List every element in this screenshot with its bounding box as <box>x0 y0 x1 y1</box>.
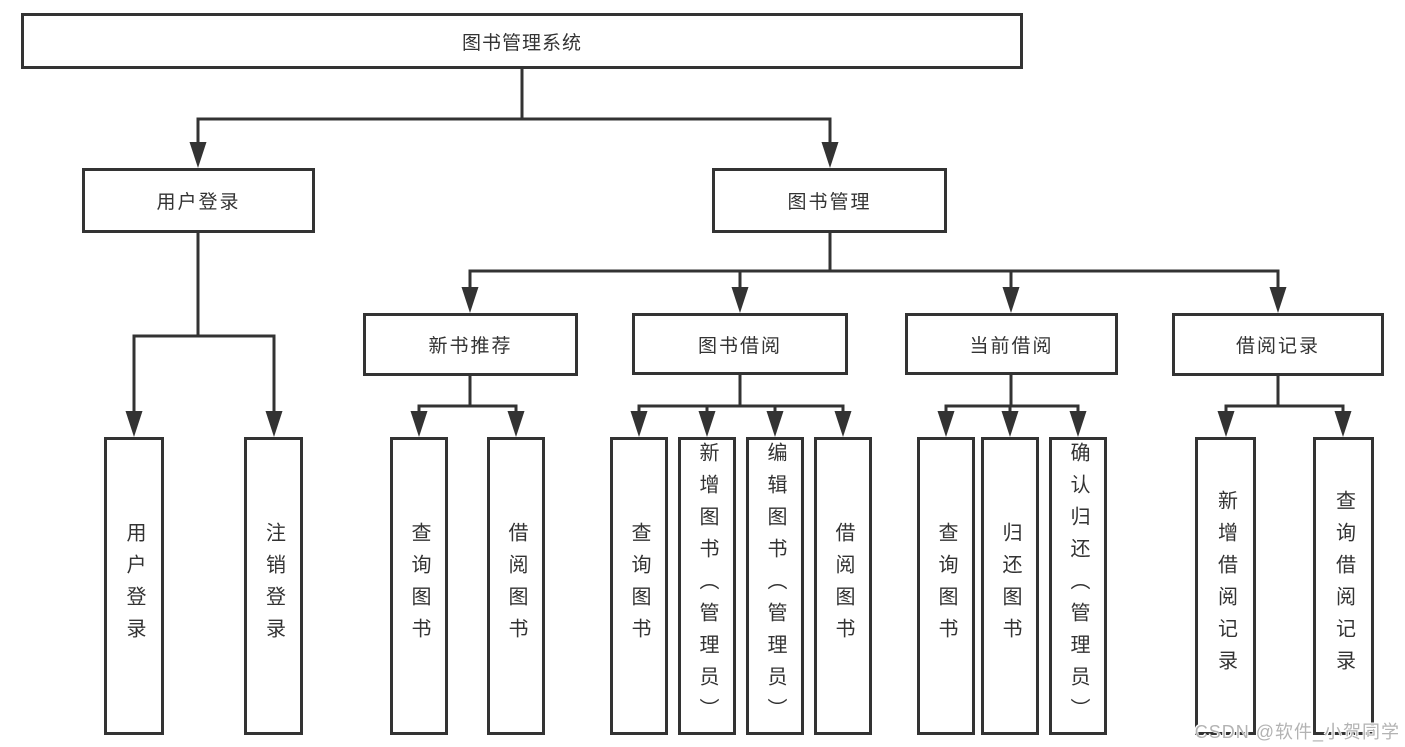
arrowhead-down-icon <box>1334 411 1352 437</box>
node-label: 借阅记录 <box>1235 336 1320 357</box>
arrowhead-down-icon <box>265 411 283 437</box>
leaf-label: 注销登录 <box>262 522 285 650</box>
leaf-label: 新增借阅记录 <box>1214 490 1237 682</box>
leaf-label: 查询借阅记录 <box>1332 490 1355 682</box>
leaf-confirm-return-admin: 确认归还（管理员） <box>1049 437 1107 735</box>
node-current-borrow: 当前借阅 <box>905 313 1118 375</box>
leaf-label: 查询图书 <box>628 522 650 650</box>
arrowhead-down-icon <box>410 411 428 437</box>
node-label: 新书推荐 <box>428 336 513 357</box>
node-book-borrow: 图书借阅 <box>632 313 848 375</box>
node-label: 当前借阅 <box>969 335 1054 357</box>
arrowhead-down-icon <box>731 287 749 313</box>
csdn-watermark: CSDN @软件_小贺同学 <box>1194 722 1400 742</box>
arrowhead-down-icon <box>937 411 955 437</box>
node-new-book-recommend: 新书推荐 <box>363 313 578 376</box>
leaf-query-borrow-record: 查询借阅记录 <box>1313 437 1374 735</box>
arrowhead-down-icon <box>630 411 648 437</box>
arrowhead-down-icon <box>834 411 852 437</box>
leaf-label: 借阅图书 <box>505 522 527 650</box>
arrowhead-down-icon <box>1001 411 1019 437</box>
arrowhead-down-icon <box>1217 411 1235 437</box>
leaf-query-books-borrow: 查询图书 <box>610 437 668 735</box>
arrowhead-down-icon <box>189 142 207 168</box>
arrowhead-down-icon <box>821 142 839 168</box>
arrowhead-down-icon <box>461 287 479 313</box>
leaf-label: 查询图书 <box>408 522 430 650</box>
leaf-edit-book-admin: 编辑图书（管理员） <box>746 437 804 735</box>
arrowhead-down-icon <box>1002 287 1020 313</box>
arrowhead-down-icon <box>125 411 143 437</box>
leaf-query-books-current: 查询图书 <box>917 437 975 735</box>
arrowhead-down-icon <box>1269 287 1287 313</box>
node-root: 图书管理系统 <box>21 13 1023 69</box>
node-book-management: 图书管理 <box>712 168 947 233</box>
arrowhead-down-icon <box>1069 411 1087 437</box>
node-borrow-records: 借阅记录 <box>1172 313 1384 376</box>
node-user-login: 用户登录 <box>82 168 315 233</box>
leaf-label: 用户登录 <box>123 522 145 650</box>
node-label: 用户登录 <box>156 192 241 213</box>
leaf-borrow-books-borrow: 借阅图书 <box>814 437 872 735</box>
leaf-label: 借阅图书 <box>832 522 854 650</box>
leaf-add-book-admin: 新增图书（管理员） <box>678 437 736 735</box>
leaf-query-books-recommend: 查询图书 <box>390 437 448 735</box>
leaf-label: 查询图书 <box>935 522 957 650</box>
leaf-label: 确认归还（管理员） <box>1067 442 1089 730</box>
arrowhead-down-icon <box>507 411 525 437</box>
leaf-label: 归还图书 <box>999 522 1021 650</box>
leaf-user-login: 用户登录 <box>104 437 164 735</box>
leaf-add-borrow-record: 新增借阅记录 <box>1195 437 1256 735</box>
arrowhead-down-icon <box>698 411 716 437</box>
leaf-borrow-books-recommend: 借阅图书 <box>487 437 545 735</box>
leaf-label: 编辑图书（管理员） <box>764 442 786 730</box>
arrowhead-down-icon <box>766 411 784 437</box>
node-label: 图书管理 <box>787 192 872 213</box>
leaf-logout: 注销登录 <box>244 437 303 735</box>
node-label: 图书管理系统 <box>461 32 582 54</box>
leaf-label: 新增图书（管理员） <box>696 442 718 730</box>
leaf-return-book: 归还图书 <box>981 437 1039 735</box>
node-label: 图书借阅 <box>697 335 782 357</box>
